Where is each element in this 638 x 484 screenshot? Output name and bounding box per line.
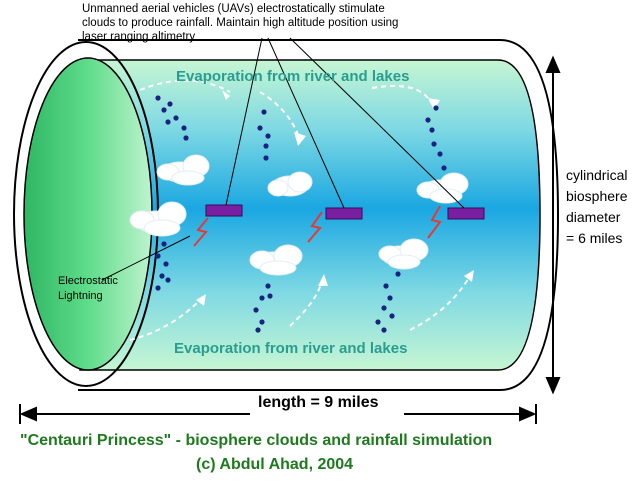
annotation-leaders — [101, 37, 465, 281]
rain-drops — [155, 95, 447, 333]
cloud — [378, 238, 429, 270]
length-dimension — [19, 404, 537, 424]
lightning-bolt — [193, 217, 209, 247]
uav-annotation: Unmanned aerial vehicles (UAVs) electros… — [82, 2, 442, 44]
uav-annotation-line: Unmanned aerial vehicles (UAVs) electros… — [82, 3, 385, 15]
lightning-bolt — [307, 211, 323, 243]
diameter-label-line: diameter — [566, 209, 621, 225]
diameter-label-line: cylindrical — [566, 167, 628, 183]
cloud — [156, 154, 210, 186]
uavs — [205, 204, 485, 220]
length-label: length = 9 miles — [258, 394, 379, 411]
clouds — [129, 154, 469, 276]
lightning-label: Electrostatic Lightning — [58, 274, 118, 304]
uav — [205, 204, 243, 217]
cloud — [267, 171, 313, 197]
diameter-label-line: = 6 miles — [566, 230, 623, 246]
uav — [325, 207, 363, 220]
diameter-dimension — [545, 55, 561, 395]
evaporation-label-bottom: Evaporation from river and lakes — [174, 340, 408, 357]
lightning-bolts — [193, 205, 442, 247]
diameter-label: cylindrical biosphere diameter = 6 miles — [566, 165, 636, 249]
evaporation-label-top: Evaporation from river and lakes — [176, 68, 410, 85]
cloud — [416, 172, 469, 204]
evaporation-arrowheads — [196, 90, 474, 306]
diameter-label-line: biosphere — [566, 188, 628, 204]
cloud — [129, 201, 187, 237]
uav — [447, 207, 485, 220]
lightning-bolt — [427, 205, 442, 239]
uav-annotation-line: laser ranging altimetry — [82, 31, 196, 43]
lightning-label-line: Electrostatic — [58, 275, 118, 287]
cloud — [249, 244, 303, 276]
cylinder-interior — [79, 59, 541, 371]
lightning-label-line: Lightning — [58, 290, 103, 302]
uav-annotation-line: clouds to produce rainfall. Maintain hig… — [82, 17, 399, 29]
caption-credit: (c) Abdul Ahad, 2004 — [196, 456, 354, 473]
caption-title: "Centauri Princess" - biosphere clouds a… — [20, 432, 493, 449]
